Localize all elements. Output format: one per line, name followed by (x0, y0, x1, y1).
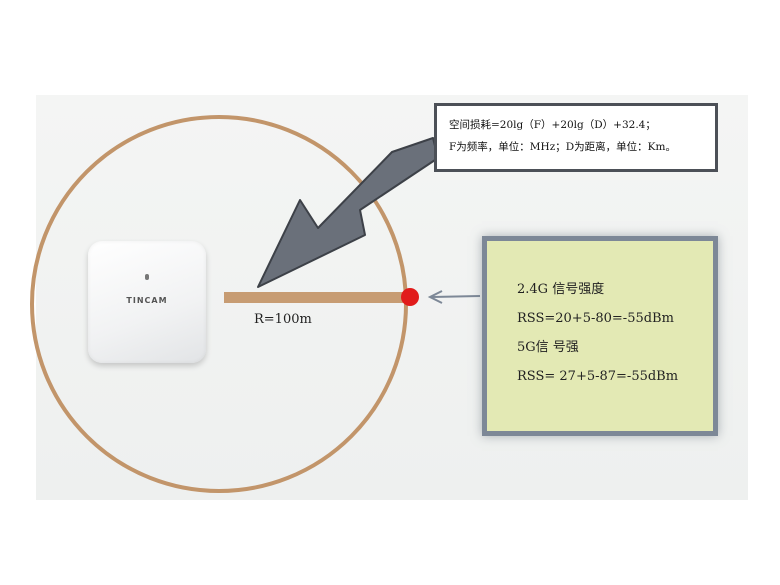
signal-line-1: 2.4G 信号强度 (517, 282, 605, 297)
radius-label: R=100m (254, 312, 312, 327)
signal-line-3: 5G信 号强 (517, 340, 579, 355)
signal-strength-box: 2.4G 信号强度 RSS=20+5-80=-55dBm 5G信 号强 RSS=… (482, 236, 718, 436)
device-brand-logo: TINCAM (126, 296, 168, 305)
access-point-device: TINCAM (88, 241, 206, 363)
signal-pointer-line (431, 295, 481, 298)
radius-bar (224, 292, 410, 303)
formula-line-1: 空间损耗=20lg（F）+20lg（D）+32.4； (449, 119, 656, 131)
formula-pointer-arrow (257, 137, 439, 288)
status-led-icon (145, 274, 149, 280)
signal-pointer-head (427, 290, 443, 304)
formula-box: 空间损耗=20lg（F）+20lg（D）+32.4； F为频率，单位：MHz；D… (434, 103, 718, 172)
formula-line-2: F为频率，单位：MHz；D为距离，单位：Km。 (449, 141, 676, 153)
edge-marker (401, 288, 419, 306)
signal-line-4: RSS= 27+5-87=-55dBm (517, 369, 679, 384)
signal-line-2: RSS=20+5-80=-55dBm (517, 311, 674, 326)
